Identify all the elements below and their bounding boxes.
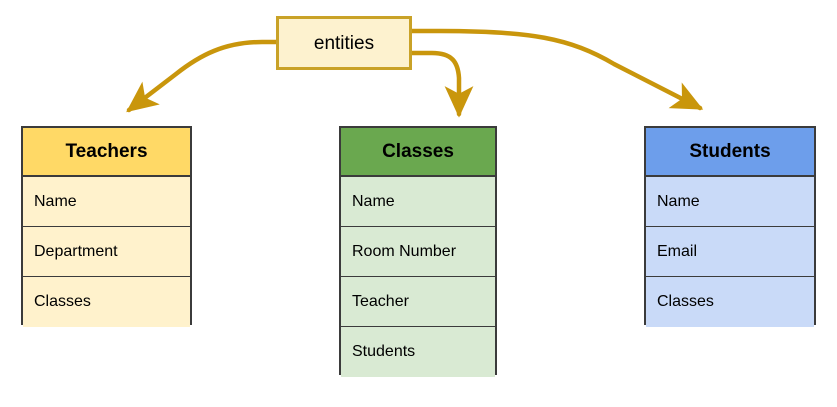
entity-header-classes: Classes	[341, 128, 495, 177]
entity-table-students[interactable]: Students Name Email Classes	[644, 126, 816, 327]
entity-field-students-classes: Classes	[646, 277, 814, 327]
entity-field-classes-room-number: Room Number	[341, 227, 495, 277]
entity-field-students-name: Name	[646, 177, 814, 227]
entity-header-teachers: Teachers	[23, 128, 190, 177]
entity-field-teachers-name: Name	[23, 177, 190, 227]
entity-field-teachers-department: Department	[23, 227, 190, 277]
entity-field-classes-teacher: Teacher	[341, 277, 495, 327]
entity-header-students: Students	[646, 128, 814, 177]
arrow-entities-to-classes	[409, 50, 474, 118]
arrow-entities-to-teachers	[126, 39, 279, 113]
entity-table-teachers[interactable]: Teachers Name Department Classes	[21, 126, 192, 327]
arrow-entities-to-students	[409, 28, 704, 111]
entity-field-classes-name: Name	[341, 177, 495, 227]
entity-table-classes[interactable]: Classes Name Room Number Teacher Student…	[339, 126, 497, 377]
root-node-entities[interactable]: entities	[276, 16, 412, 70]
root-node-label: entities	[313, 32, 375, 54]
entity-field-teachers-classes: Classes	[23, 277, 190, 327]
entity-field-classes-students: Students	[341, 327, 495, 377]
entity-field-students-email: Email	[646, 227, 814, 277]
